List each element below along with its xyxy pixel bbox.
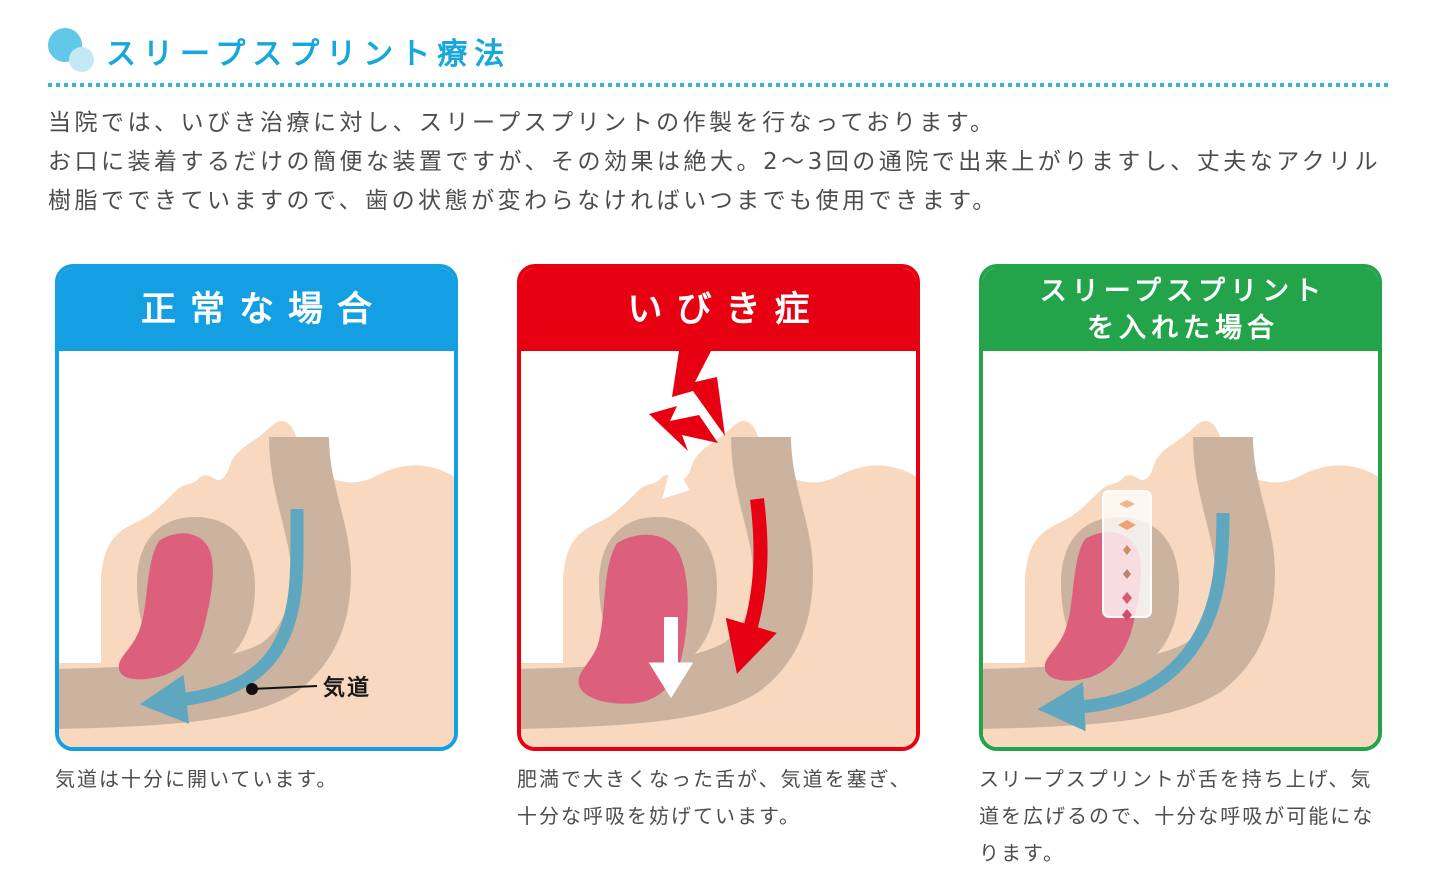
splint-diagram [983,420,1378,747]
caption-normal: 気道は十分に開いています。 [55,767,339,791]
normal-airway-diagram: 気道 [59,420,454,747]
panel-snoring-title: いびき症 [627,289,824,330]
panel-splint-title-line1: スリープスプリント [1039,275,1327,307]
panel-captions: 気道は十分に開いています。 肥満で大きくなった舌が、気道を塞ぎ、十分な呼吸を妨げ… [48,761,1390,872]
splint-sparkle-icon [1119,500,1135,508]
small-circle-icon [69,47,94,72]
snoring-diagram [521,351,916,747]
splint-sparkle-icon [1123,545,1131,555]
airway-arrow [1037,512,1230,732]
splint-sparkle-icon [1122,592,1132,604]
panel-splint: スリープスプリント を入れた場合 [979,264,1382,751]
enlarged-tongue-shape [578,534,688,704]
page-title: スリープスプリント療法 [106,37,512,72]
panel-normal: 正常な場合 気道 [55,264,458,751]
intro-line-1: 当院では、いびき治療に対し、スリープスプリントの作製を行なっております。 [48,110,997,136]
intro-line-2: お口に装着するだけの簡便な装置ですが、その効果は絶大。2〜3回の通院で出来上がり… [48,149,1382,214]
caption-snoring: 肥満で大きくなった舌が、気道を塞ぎ、十分な呼吸を妨げています。 [517,767,912,828]
panel-snoring-header: いびき症 [521,268,916,351]
panel-normal-title: 正常な場合 [140,289,386,330]
section-heading: スリープスプリント療法 [48,28,1390,74]
sleep-splint-section: スリープスプリント療法 当院では、いびき治療に対し、スリープスプリントの作製を行… [48,28,1390,872]
airway-label-line [251,685,318,690]
snore-lightning-small-icon [649,406,718,451]
splint-sparkle-icon [1123,569,1131,579]
open-mouth-gap [662,462,690,499]
circle-pair-icon [48,28,96,74]
airway-arrow [139,508,304,724]
intro-paragraph: 当院では、いびき治療に対し、スリープスプリントの作製を行なっております。 お口に… [48,104,1390,221]
caption-splint: スリープスプリントが舌を持ち上げ、気道を広げるので、十分な呼吸が可能になります。 [979,767,1375,865]
airway-label: 気道 [323,675,371,701]
illustration-panels: 正常な場合 気道 [48,264,1390,751]
snore-lightning-icon [672,351,725,436]
panel-snoring-illustration [521,351,916,747]
splint-sparkle-icon [1122,609,1132,621]
panel-splint-header: スリープスプリント を入れた場合 [983,268,1378,351]
tongue-shape [118,533,213,680]
blocked-airway-arrow [725,498,777,674]
panel-snoring: いびき症 [517,264,920,751]
panel-splint-title-line2: を入れた場合 [1087,312,1279,344]
panel-splint-illustration [983,351,1378,747]
panel-normal-header: 正常な場合 [59,268,454,351]
splint-sparkle-icon [1118,520,1136,530]
panel-normal-illustration: 気道 [59,351,454,747]
airway-channel-shape [983,436,1276,729]
dotted-divider [48,83,1390,87]
